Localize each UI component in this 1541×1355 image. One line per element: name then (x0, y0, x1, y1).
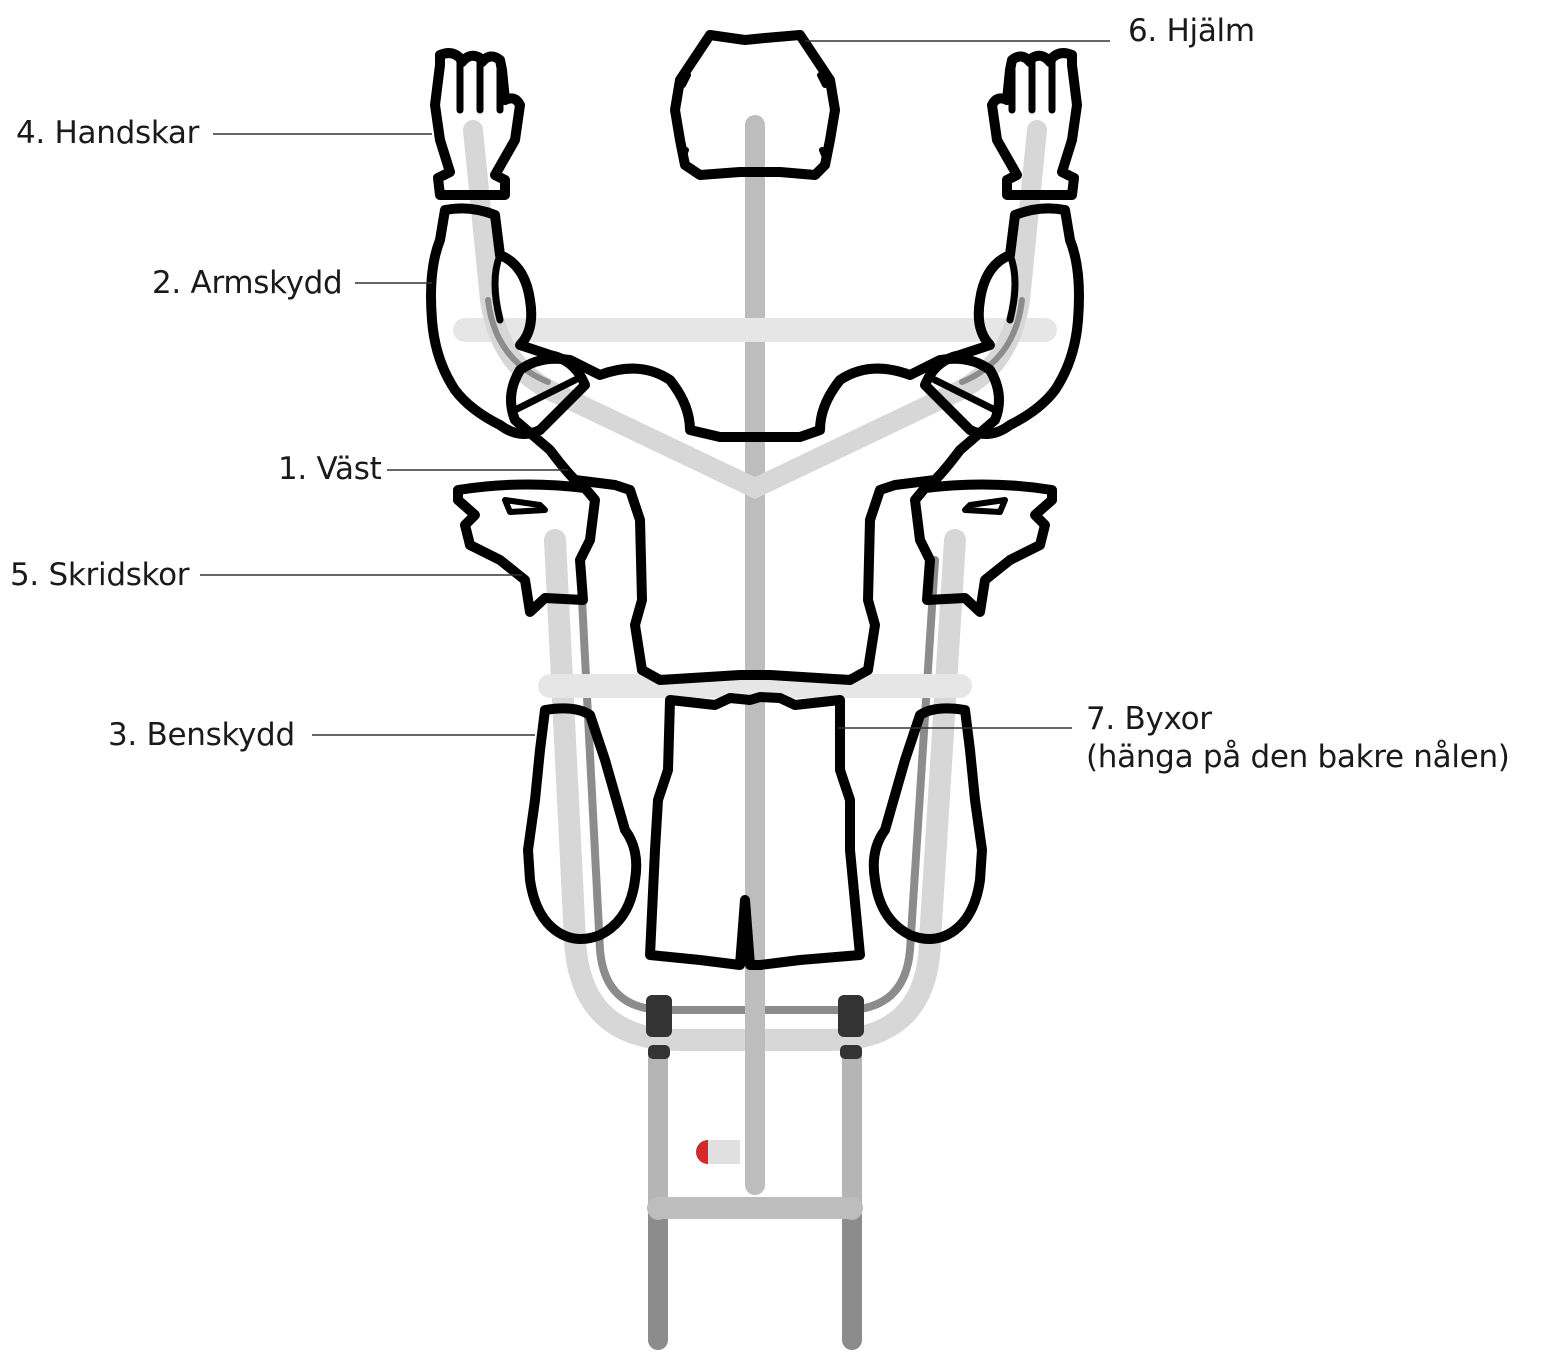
rack-clamp-left (646, 995, 672, 1037)
label-gloves: 4. Handskar (16, 114, 199, 152)
rear-pin-tip (696, 1140, 708, 1164)
rack-clamp-right (838, 995, 864, 1037)
label-helmet: 6. Hjälm (1128, 12, 1255, 50)
label-vest: 1. Väst (278, 450, 381, 488)
label-shin-guards: 3. Benskydd (108, 716, 295, 754)
label-pants: 7. Byxor (1086, 700, 1212, 738)
label-pants-note: (hänga på den bakre nålen) (1086, 738, 1510, 776)
label-skates: 5. Skridskor (10, 556, 189, 594)
drying-rack (465, 125, 1045, 1340)
label-arm-guards: 2. Armskydd (152, 264, 342, 302)
